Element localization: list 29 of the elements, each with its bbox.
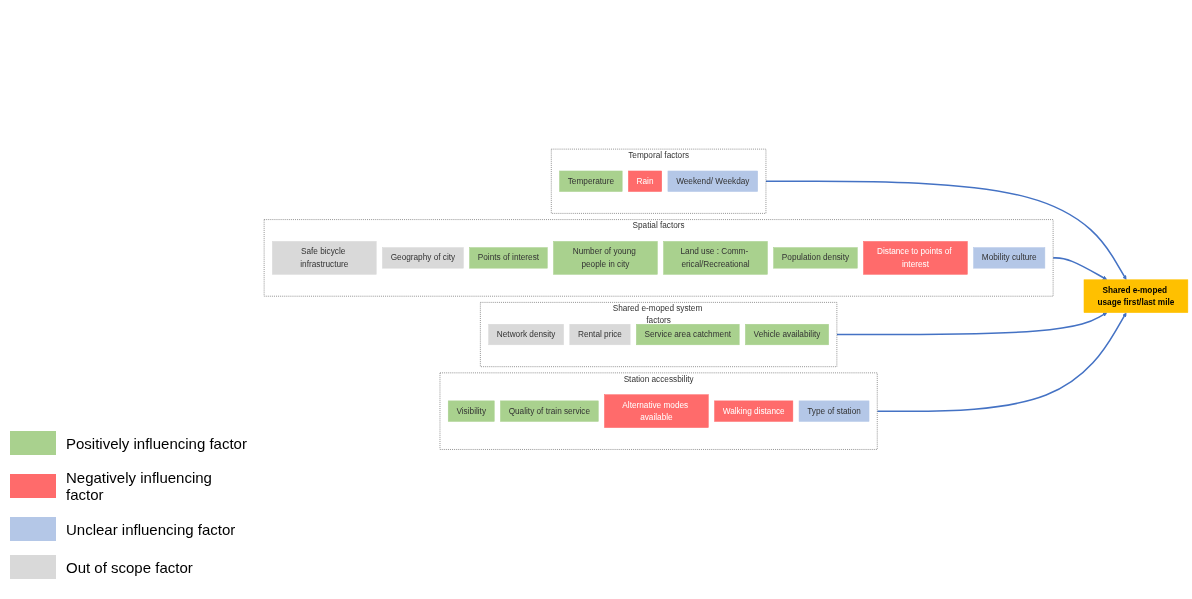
node-box: Mobility culture: [973, 247, 1046, 269]
node-box: Shared e-moped usage first/last mile: [1083, 279, 1189, 314]
legend-label: Negatively influencing factor: [66, 469, 213, 503]
node-box: Service area catchment: [636, 324, 740, 346]
node-box: Quality of train service: [500, 400, 599, 422]
node-box: Rain: [628, 170, 662, 192]
node-box: Geography of city: [382, 247, 464, 269]
node-box: Walking distance: [714, 400, 794, 422]
legend-label: Unclear influencing factor: [66, 520, 236, 538]
node-box: Vehicle availability: [745, 324, 829, 346]
arrow: [1052, 257, 1108, 281]
node-box: Distance to points of interest: [863, 241, 968, 275]
legend-label: Out of scope factor: [66, 558, 193, 576]
node-box: Alternative modes available: [604, 394, 709, 429]
node-box: Visibility: [447, 400, 495, 422]
node-box: Rental price: [569, 324, 631, 346]
node-box: Network density: [488, 324, 564, 346]
node-box: Weekend/ Weekday: [667, 170, 758, 192]
legend-label: Positively influencing factor: [66, 434, 247, 452]
arrow: [836, 312, 1108, 336]
arrow: [876, 312, 1127, 413]
node-box: Safe bicycle infrastructure: [272, 241, 377, 275]
node-box: Land use : Comm- erical/Recreational: [663, 241, 768, 275]
node-box: Temperature: [559, 170, 623, 192]
node-box: Population density: [773, 247, 858, 269]
node-box: Type of station: [798, 400, 870, 422]
node-box: Points of interest: [469, 247, 548, 269]
arrow: [765, 180, 1127, 281]
node-box: Number of young people in city: [553, 241, 658, 275]
